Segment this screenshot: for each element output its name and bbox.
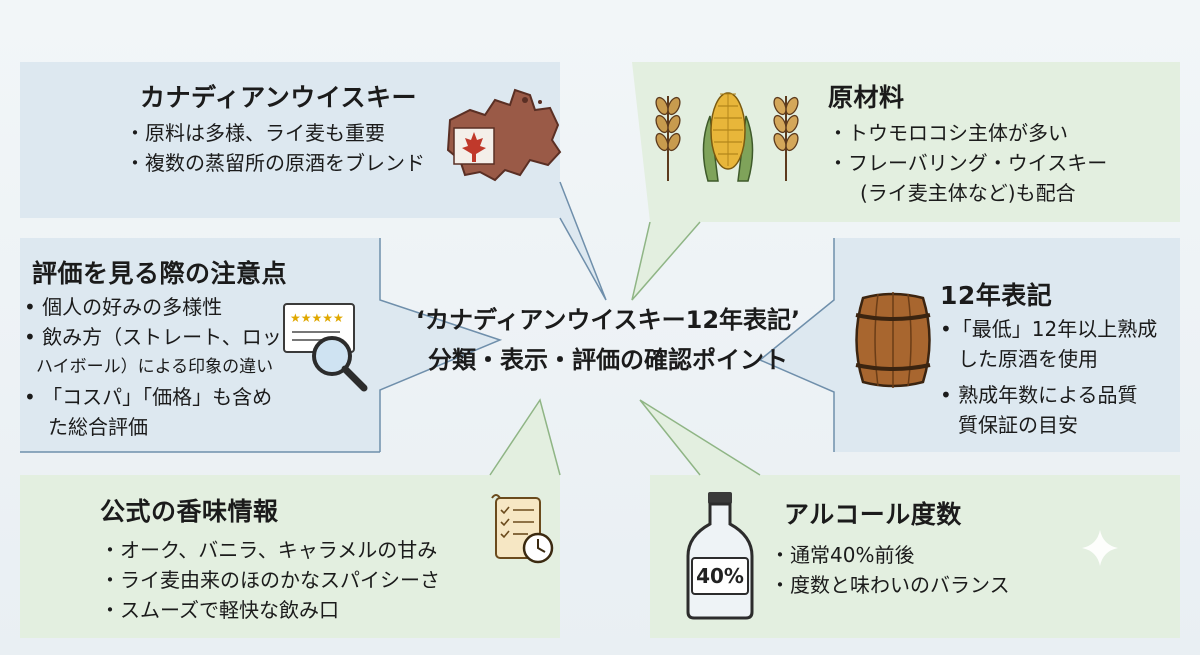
list-item: 質保証の目安 [958,413,1078,437]
list-item: ・ライ麦由来のほのかなスパイシーさ [100,568,440,592]
list-item: (ライ麦主体など)も配合 [860,181,1076,205]
list-item: • 個人の好みの多様性 [24,295,223,319]
list-item: ・フレーバリング・ウイスキー [828,151,1108,175]
abv-title: アルコール度数 [784,500,962,529]
list-item: ・オーク、バニラ、キャラメルの甘み [100,538,438,562]
abv-items: ・通常40%前後 ・度数と味わいのバランス [770,540,1010,600]
scroll-checklist-icon [491,494,554,564]
panel-bg-flavor [20,400,560,638]
center-title: ‘カナディアンウイスキー12年表記’ 分類・表示・評価の確認ポイント [388,300,828,380]
evaluation-title: 評価を見る際の注意点 [32,259,288,288]
grain-icons [655,92,799,182]
clock-icon [522,532,554,564]
svg-text:★★★★★: ★★★★★ [290,311,344,325]
wheat-icon [655,96,681,181]
bottle-icon: 40% [686,492,754,620]
twelve-year-title: 12年表記 [940,281,1053,310]
canadian-items: ・原料は多様、ライ麦も重要 ・複数の蒸留所の原酒をブレンド [125,118,425,178]
list-item: ・スムーズで軽快な飲み口 [100,598,339,622]
twelve-year-items: •「最低」12年以上熟成 した原酒を使用 • 熟成年数による品質 質保証の目安 [940,314,1157,440]
list-item: た総合評価 [48,415,148,439]
sparkle-icon [1082,530,1118,566]
evaluation-items: • 個人の好みの多様性 • 飲み方（ストレート、ロック、 ハイボール）による印象… [24,292,320,442]
ingredients-title: 原材料 [828,83,905,112]
wheat-icon [773,96,799,181]
list-item: ・通常40%前後 [770,543,915,567]
list-item: した原酒を使用 [958,347,1098,371]
list-item: • 「コスパ」「価格」も含め [24,385,273,409]
list-item: ・原料は多様、ライ麦も重要 [125,121,385,145]
panel-bg-ingredients [632,62,1180,300]
flavor-title: 公式の香味情報 [100,497,279,526]
canadian-title: カナディアンウイスキー [140,83,418,112]
panel-bg-abv [640,400,1180,638]
center-title-line1: ‘カナディアンウイスキー12年表記’ [415,306,801,334]
list-item: ・度数と味わいのバランス [770,573,1010,597]
corn-icon [702,92,754,182]
barrel-icon [855,292,931,388]
center-title-line2: 分類・表示・評価の確認ポイント [428,346,788,374]
rating-magnifier-icon: ★★★★★ [283,303,368,392]
list-item: •「最低」12年以上熟成 [940,317,1158,341]
list-item: • 熟成年数による品質 [940,383,1138,407]
panel-bg-twelve [760,238,1180,452]
list-item: ・複数の蒸留所の原酒をブレンド [125,151,425,175]
list-item: • 飲み方（ストレート、ロック、 [24,325,320,349]
flavor-items: ・オーク、バニラ、キャラメルの甘み ・ライ麦由来のほのかなスパイシーさ ・スムー… [100,535,440,625]
list-item: ・トウモロコシ主体が多い [828,121,1068,145]
bottle-label: 40% [696,564,744,588]
list-item: ハイボール）による印象の違い [36,357,274,377]
canada-map-icon [446,88,562,182]
ingredients-items: ・トウモロコシ主体が多い ・フレーバリング・ウイスキー (ライ麦主体など)も配合 [828,118,1107,208]
